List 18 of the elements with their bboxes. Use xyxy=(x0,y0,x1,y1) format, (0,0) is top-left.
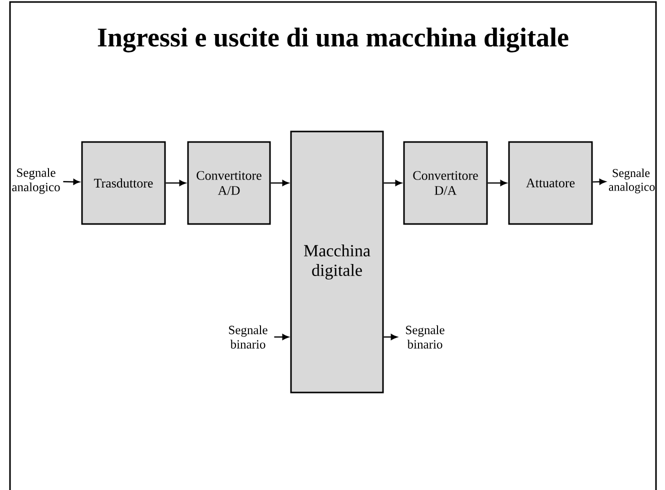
arrow xyxy=(166,180,186,186)
block-box: Macchina digitale xyxy=(290,130,384,394)
arrow xyxy=(384,334,398,340)
signal-label: Segnale binario xyxy=(229,325,268,349)
arrow xyxy=(488,180,507,186)
block-box: Convertitore D/A xyxy=(403,141,488,225)
block-box: Trasduttore xyxy=(81,141,166,225)
arrow xyxy=(384,180,402,186)
arrow xyxy=(270,180,289,186)
arrow xyxy=(592,178,606,185)
arrow xyxy=(274,334,289,340)
signal-label: Segnale binario xyxy=(406,325,444,349)
signal-label: Segnale analogico xyxy=(12,168,60,194)
title: Ingressi e uscite di una macchina digitale xyxy=(98,28,568,52)
arrow xyxy=(63,178,80,185)
signal-label: Segnale analogico xyxy=(608,168,655,194)
block-box: Convertitore A/D xyxy=(187,141,271,225)
block-box: Attuatore xyxy=(508,141,593,225)
